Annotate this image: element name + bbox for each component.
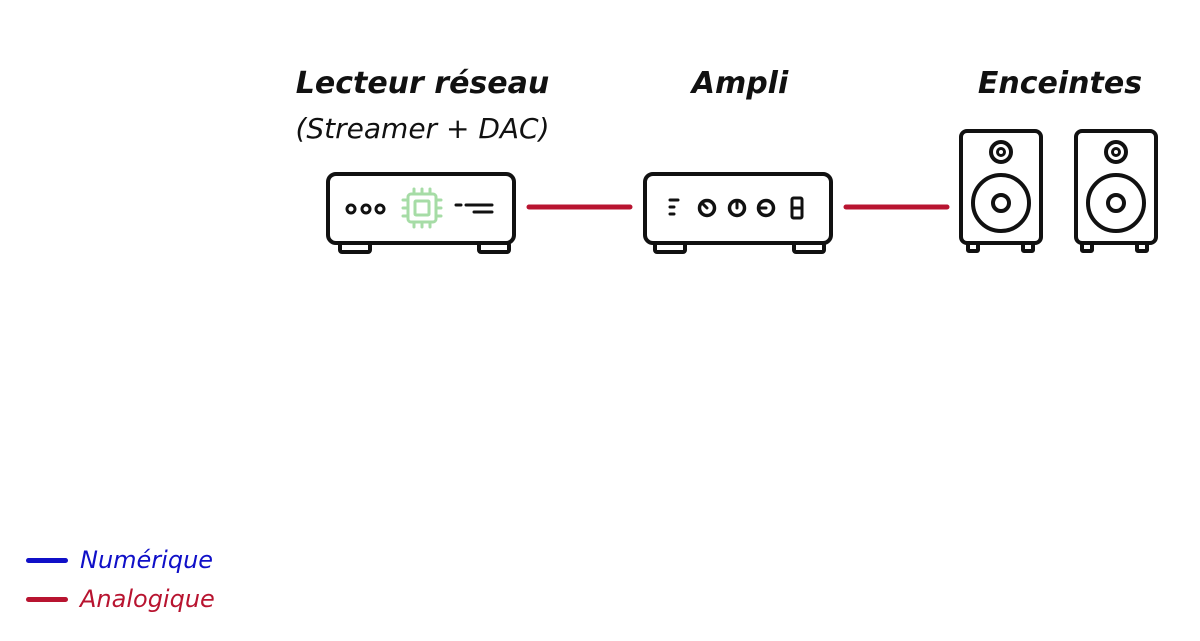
legend-item-analog: Analogique (26, 585, 215, 613)
network-player-icon (326, 172, 516, 254)
streamer-subtitle: (Streamer + DAC) (295, 112, 550, 145)
amplifier-title: Ampli (691, 66, 789, 101)
legend-item-digital: Numérique (26, 546, 213, 574)
legend-swatch-analog (26, 596, 68, 602)
legend-swatch-digital (26, 557, 68, 563)
chip-icon (401, 187, 443, 229)
legend-label-analog: Analogique (80, 585, 215, 613)
speaker-right-icon (1074, 129, 1158, 253)
speakers-title: Enceintes (977, 66, 1143, 101)
amplifier-icon (643, 172, 833, 254)
speaker-left-icon (959, 129, 1043, 253)
speakers-icon (959, 129, 1158, 253)
streamer-title: Lecteur réseau (295, 66, 550, 101)
legend-label-digital: Numérique (80, 546, 214, 574)
